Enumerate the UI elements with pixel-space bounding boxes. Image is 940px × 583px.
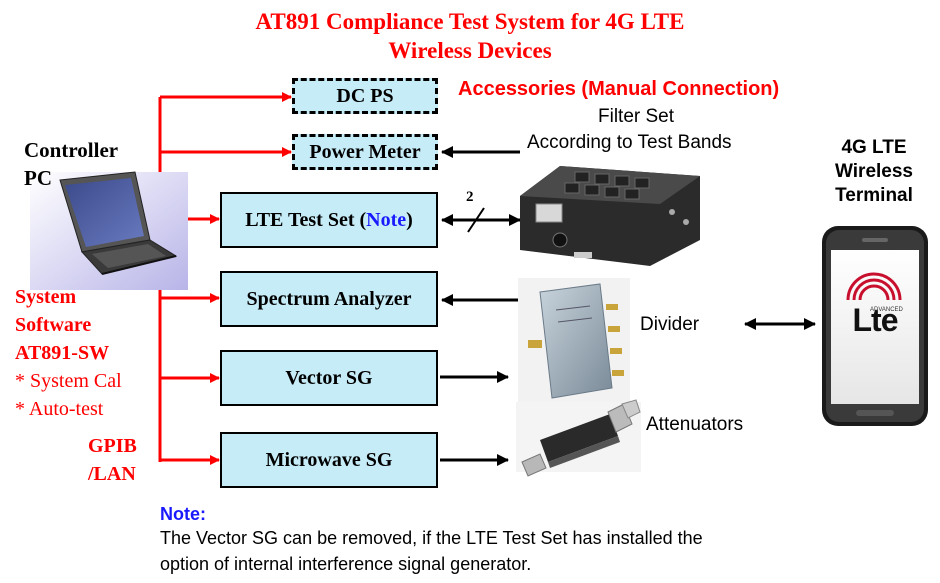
bus-count-label: 2 — [466, 189, 474, 205]
microwave-sg-label: Microwave SG — [265, 448, 393, 471]
vector-sg-label: Vector SG — [285, 366, 373, 389]
lte-test-set-label: LTE Test Set (Note) — [245, 208, 413, 231]
divider-icon — [518, 278, 630, 406]
dc-power-supply-box: DC PS — [292, 78, 438, 114]
filter-set-icon — [520, 166, 700, 266]
laptop-icon — [30, 171, 188, 290]
accessories-label: Accessories (Manual Connection) — [458, 78, 780, 100]
lte-logo: Lte — [852, 302, 899, 338]
interface-label: GPIB /LAN — [88, 435, 137, 485]
signal-arrows — [440, 146, 816, 466]
note-line-2: option of internal interference signal g… — [160, 554, 532, 574]
lte-note-link: Note — [366, 208, 407, 231]
note-line-1: The Vector SG can be removed, if the LTE… — [160, 528, 703, 548]
filter-bands-label: According to Test Bands — [527, 132, 732, 153]
power-meter-box: Power Meter — [292, 134, 438, 170]
lte-test-set-box: LTE Test Set (Note) — [220, 192, 438, 248]
dc-power-supply-label: DC PS — [336, 84, 394, 107]
system-software-label: System Software AT891-SW * System Cal * … — [15, 286, 122, 420]
attenuator-icon — [516, 399, 641, 477]
terminal-label: 4G LTE Wireless Terminal — [835, 137, 913, 206]
attenuators-label: Attenuators — [646, 414, 744, 435]
power-meter-label: Power Meter — [309, 140, 421, 163]
vector-sg-box: Vector SG — [220, 350, 438, 406]
phone-icon — [822, 226, 928, 426]
controller-pc-label: Controller PC — [24, 138, 119, 190]
note-heading: Note: — [160, 504, 206, 524]
divider-label: Divider — [640, 314, 700, 335]
filter-set-label: Filter Set — [598, 106, 675, 127]
title-line-1: AT891 Compliance Test System for 4G LTE — [255, 9, 685, 34]
title-line-2: Wireless Devices — [388, 38, 552, 63]
microwave-sg-box: Microwave SG — [220, 432, 438, 488]
spectrum-analyzer-box: Spectrum Analyzer — [220, 271, 438, 327]
lte-logo-sub: ADVANCED — [870, 307, 903, 313]
spectrum-analyzer-label: Spectrum Analyzer — [246, 287, 412, 310]
